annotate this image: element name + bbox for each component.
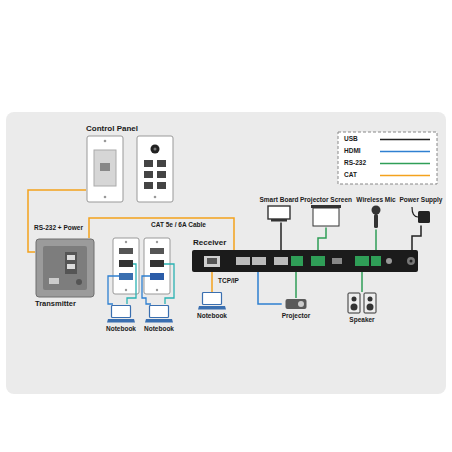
device-node: Transmitter xyxy=(35,238,95,309)
device-label: Notebook xyxy=(197,312,227,319)
cable-line xyxy=(211,272,213,292)
device-label: Receiver xyxy=(193,238,226,247)
device-icon xyxy=(285,298,307,310)
control-panel-plates xyxy=(86,135,176,203)
device-node: Speaker xyxy=(347,292,377,323)
laptop-icon xyxy=(107,305,135,323)
device-icon xyxy=(198,292,226,310)
hdmi-wire xyxy=(108,276,119,304)
usb-wire xyxy=(127,264,136,304)
projector-screen-icon xyxy=(311,205,341,227)
cable-line xyxy=(89,218,234,250)
projector-icon xyxy=(285,298,307,310)
legend-text: HDMI xyxy=(344,147,361,154)
cable-connector xyxy=(89,218,234,250)
laptop-icon xyxy=(145,305,173,323)
device-node: Notebook xyxy=(197,292,227,319)
laptop-icon xyxy=(198,292,226,310)
device-label: Wireless Mic xyxy=(356,196,395,203)
smart-board-icon xyxy=(267,205,291,222)
device-node: Notebook xyxy=(144,305,174,332)
legend-text: RS-232 xyxy=(344,159,366,166)
ground-panel xyxy=(6,112,446,394)
wall-plate xyxy=(113,238,139,294)
cable-connector xyxy=(318,227,326,250)
cable-line xyxy=(361,272,363,292)
receiver-ports xyxy=(192,250,418,272)
cable-connector xyxy=(258,272,282,304)
power-adapter-icon xyxy=(410,205,432,225)
device-node: Smart Board xyxy=(259,196,298,222)
cable-connector xyxy=(412,225,421,250)
cable-label: RS-232 + Power xyxy=(33,224,84,231)
device-icon xyxy=(107,305,135,323)
cable-label: TCP/IP xyxy=(217,277,240,284)
cable-line xyxy=(280,222,282,250)
cable-line xyxy=(295,272,297,298)
device-icon xyxy=(145,305,173,323)
device-node: Projector xyxy=(282,298,311,319)
device-node: Notebook xyxy=(106,305,136,332)
device-icon xyxy=(267,205,291,222)
legend-line xyxy=(380,151,430,153)
device-label: Projector xyxy=(282,312,311,319)
cable-connector xyxy=(281,222,282,250)
device-node: Control Panel xyxy=(86,124,176,203)
device-label: Notebook xyxy=(106,325,136,332)
cable-connector xyxy=(212,272,213,292)
legend-line xyxy=(380,175,430,177)
device-icon xyxy=(86,135,176,203)
cable-line xyxy=(318,227,326,250)
device-label: Power Supply xyxy=(400,196,443,203)
device-label: Projector Screen xyxy=(300,196,352,203)
device-icon xyxy=(410,205,432,225)
speaker-icon xyxy=(347,292,377,314)
device-icon xyxy=(370,205,382,229)
device-icon xyxy=(311,205,341,227)
device-node: Wireless Mic xyxy=(356,196,395,229)
hdmi-wire xyxy=(142,276,151,304)
device-label: Control Panel xyxy=(86,124,138,133)
cable-connector xyxy=(376,229,377,250)
legend-line xyxy=(380,139,430,141)
device-icon xyxy=(347,292,377,314)
device-label: Speaker xyxy=(349,316,374,323)
device-node: Projector Screen xyxy=(300,196,352,227)
cable-line xyxy=(258,272,282,304)
cable-line xyxy=(375,229,377,250)
microphone-icon xyxy=(370,205,382,229)
legend-line xyxy=(380,163,430,165)
device-icon xyxy=(35,238,95,298)
legend-text: USB xyxy=(344,135,358,142)
cable-label: CAT 5e / 6A Cable xyxy=(150,221,207,228)
cable-connector xyxy=(296,272,297,298)
device-label: Transmitter xyxy=(35,300,76,309)
cable-connector xyxy=(362,272,363,292)
device-node: Receiver xyxy=(192,250,418,272)
device-label: Smart Board xyxy=(259,196,298,203)
wall-plate xyxy=(144,238,170,294)
device-node: Power Supply xyxy=(400,196,443,225)
usb-wire xyxy=(164,264,174,304)
transmitter-plate xyxy=(35,238,95,298)
cable-line xyxy=(412,225,421,250)
legend-box xyxy=(338,132,437,184)
device-label: Notebook xyxy=(144,325,174,332)
legend-text: CAT xyxy=(344,171,357,178)
